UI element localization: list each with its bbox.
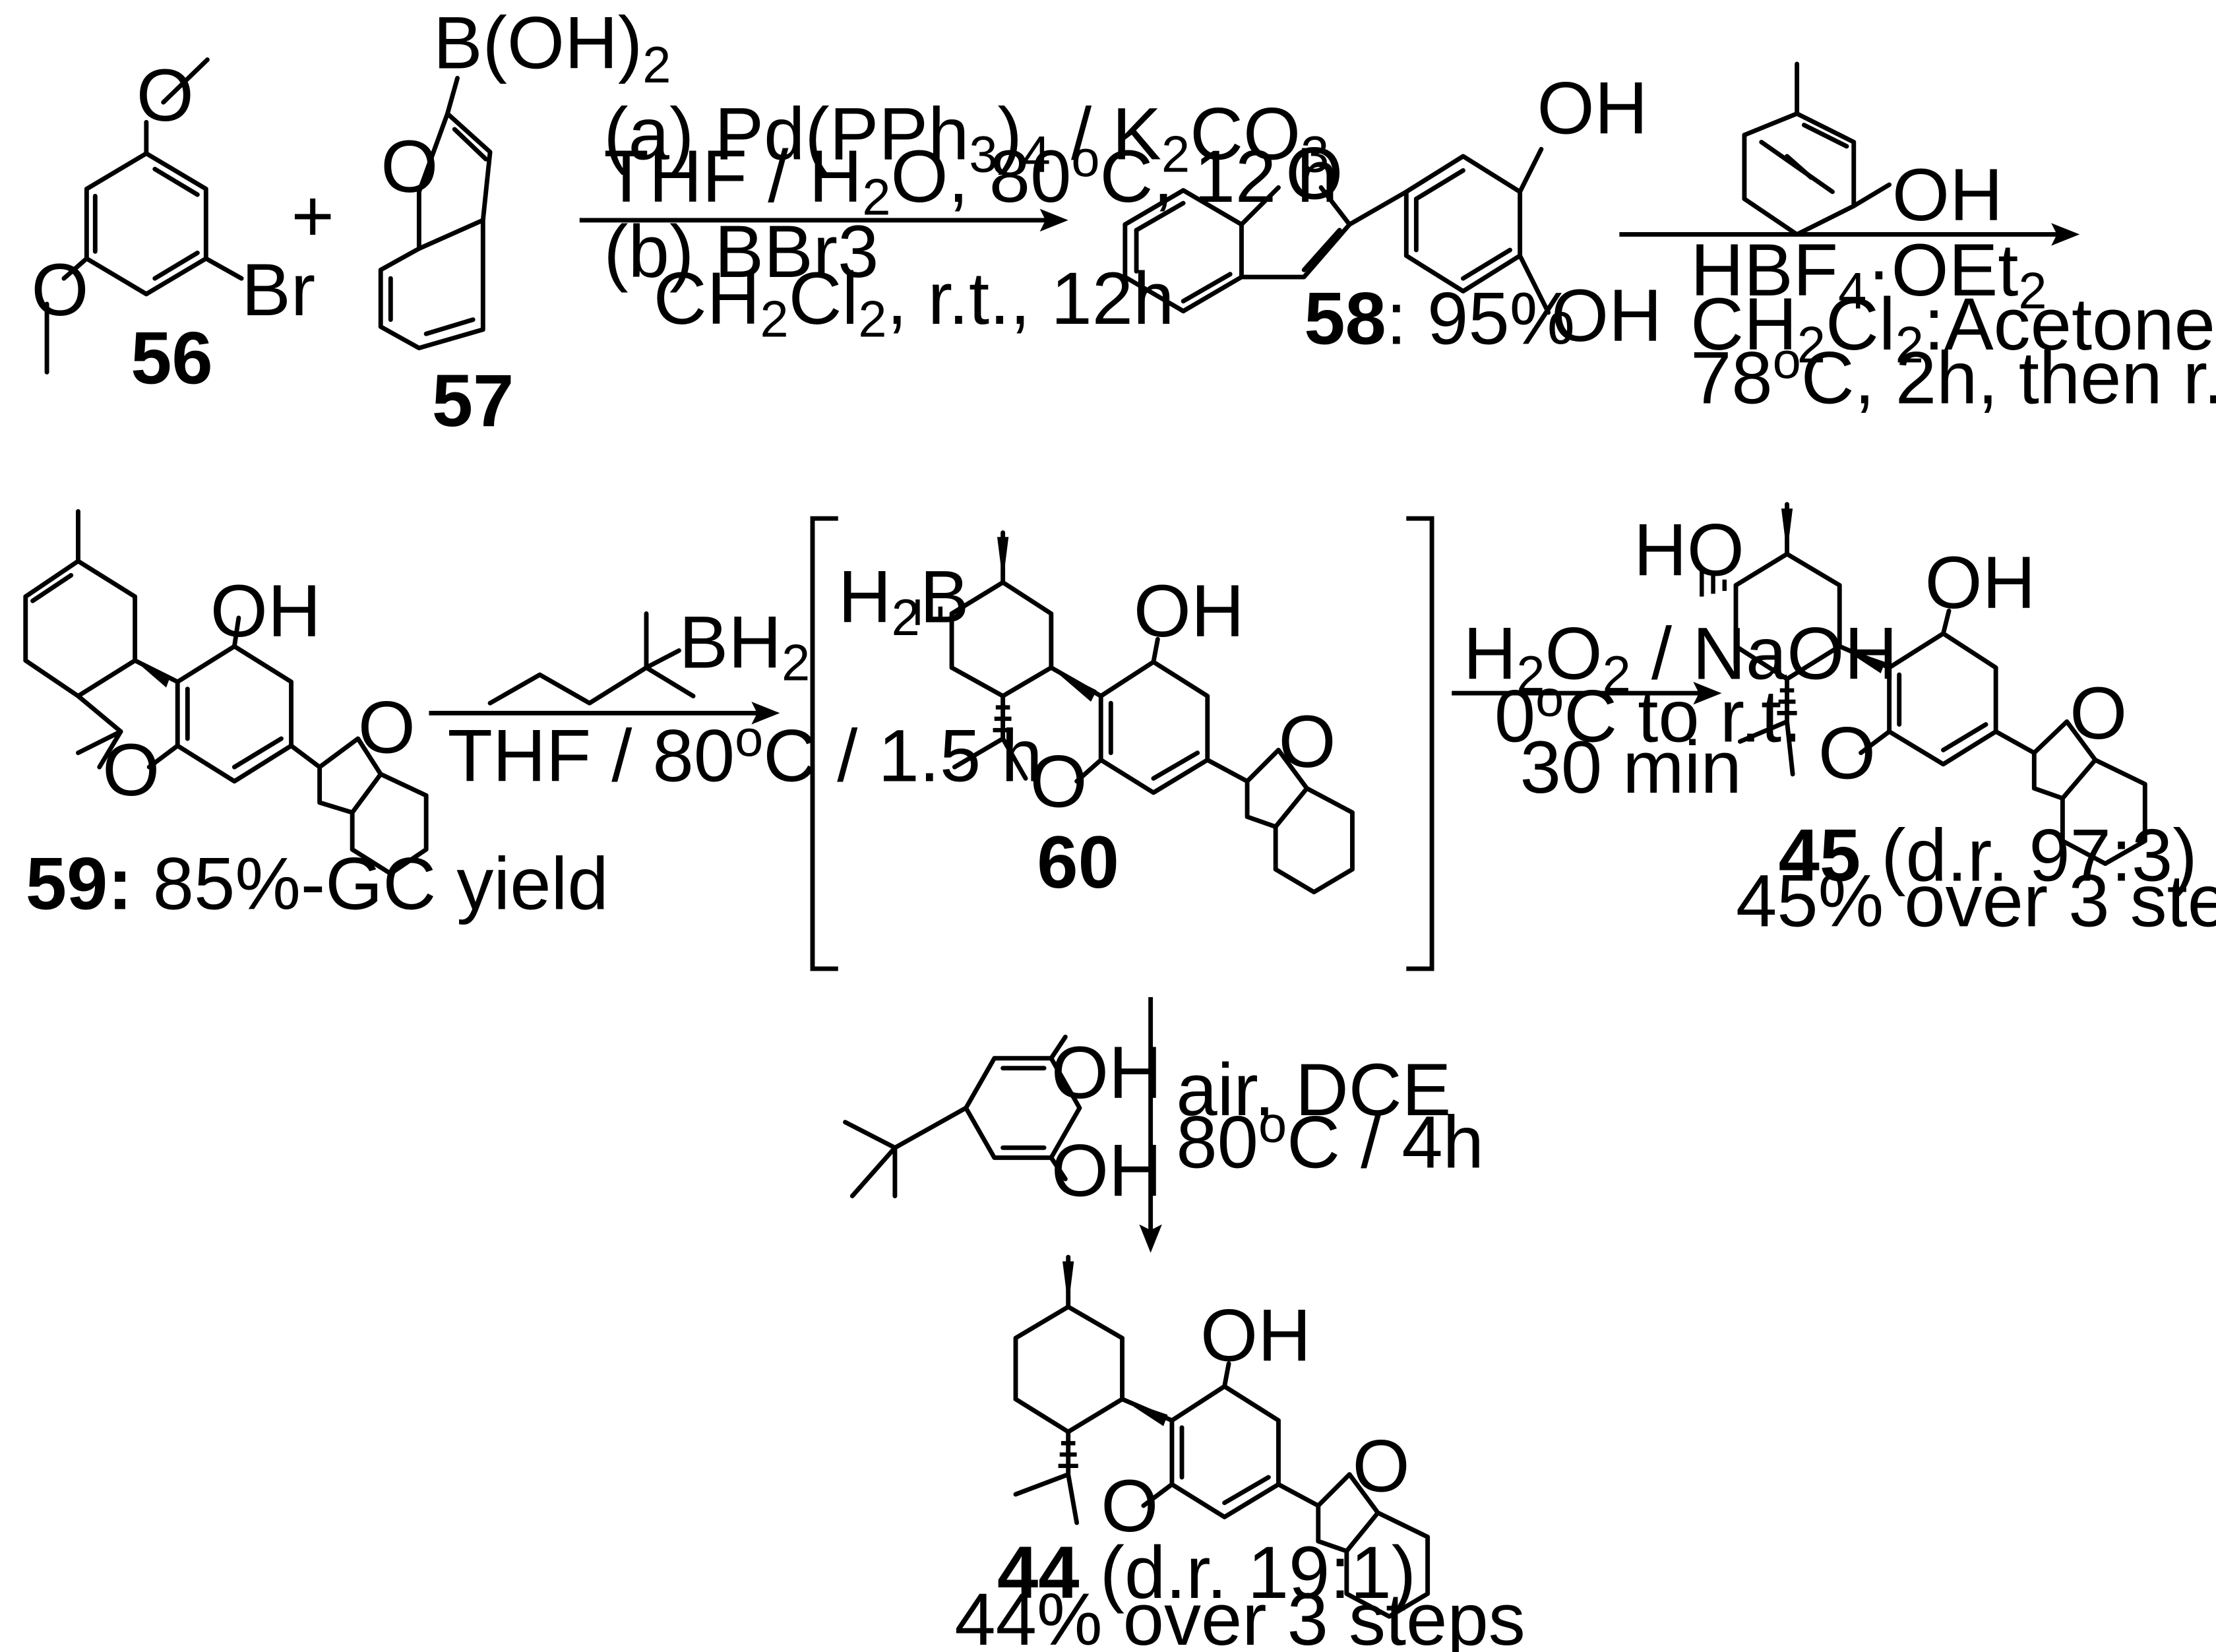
hash-bond [1058, 1441, 1078, 1469]
atom-o: O [1030, 740, 1088, 822]
atom-o: O [102, 729, 160, 811]
step2-condition-2: CH2Cl2:Acetone (20:1) [1690, 283, 2216, 373]
compound-label-45: 45 (d.r. 97:3) [1779, 814, 2198, 896]
atom-ho: HO [1634, 508, 1744, 591]
compound-59-structure [23, 508, 429, 876]
step3-condition: THF / 80oC / 1.5 h [447, 710, 1042, 797]
atom-oh: OH [210, 570, 321, 652]
arrowhead-2 [2051, 223, 2080, 246]
atom-o: O [137, 54, 194, 137]
step5-condition-2: 80oC / 4h [1176, 1097, 1484, 1184]
plus-sign: + [292, 175, 334, 257]
thexylborane-reagent-structure [487, 611, 696, 706]
hash-bond [915, 599, 943, 625]
atom-oh: OH [1551, 274, 1662, 357]
compound-label-44: 44 (d.r. 19:1) [997, 1531, 1416, 1614]
compound-label-58: 58: 95% [1304, 277, 1575, 359]
compound-56-structure [44, 57, 244, 375]
atom-oh: OH [1134, 570, 1245, 652]
borane-label: BH2 [679, 601, 811, 691]
compound-label-57: 57 [432, 359, 514, 442]
bracket-right [1406, 516, 1434, 971]
arrowhead-1 [1039, 208, 1068, 232]
wedge-bond [1062, 1261, 1074, 1307]
wedge-bond [1051, 667, 1097, 702]
wedge-bond [1781, 508, 1793, 555]
atom-oh: OH [1892, 154, 2003, 236]
hash-bond [1700, 570, 1727, 597]
compound-57-structure [378, 76, 493, 351]
atom-oh: OH [1051, 1031, 1162, 1114]
boronic-acid-label: B(OH)2 [433, 1, 671, 94]
atom-o: O [1101, 1465, 1158, 1547]
atom-o: O [31, 249, 88, 331]
step2-condition-1: HBF4·OEt2 [1690, 229, 2047, 319]
atom-o: O [358, 687, 416, 769]
bracket-left [810, 516, 838, 971]
step1-condition-b: (b) BBr3 [603, 210, 878, 293]
compound-58-structure [1123, 146, 1551, 315]
wedge-bond [997, 537, 1009, 583]
arrowhead-4 [1693, 681, 1722, 705]
compound-44-yield: 44% over 3 steps [954, 1578, 1525, 1652]
step1-condition-b2: CH2Cl2, r.t., 12h [654, 257, 1175, 348]
arrowhead-5 [1139, 1224, 1162, 1253]
wedge-bond [1839, 646, 1886, 673]
step1-condition-a2: THF / H2O, 80oC, 12 h [603, 131, 1338, 226]
arrowhead-3 [751, 702, 780, 725]
tert-butylcatechol-reagent-structure [843, 1034, 1082, 1199]
compound-label-56: 56 [131, 317, 213, 400]
step4-condition-3: 30 min [1520, 726, 1742, 809]
wedge-bond [1122, 1399, 1168, 1426]
atom-oh: OH [1051, 1130, 1162, 1212]
hash-bond [993, 705, 1013, 733]
atom-o: O [2070, 672, 2127, 754]
step1-condition-a: (a) Pd(PPh3)4 / K2CO3 [603, 92, 1329, 183]
borane-label: H2B [838, 555, 970, 646]
atom-oh: OH [1537, 67, 1647, 150]
step4-condition-1: H2O2 / NaOH [1463, 613, 1897, 703]
verbenol-reagent-structure [1742, 61, 1892, 237]
step2-condition-3: 78oC, 2h, then r.t., 1h [1690, 332, 2216, 419]
atom-o: O [1278, 700, 1336, 783]
atom-oh: OH [1924, 541, 2035, 624]
atom-oh: OH [1200, 1294, 1311, 1376]
compound-45-yield: 45% over 3 steps [1736, 859, 2216, 942]
atom-o: O [1818, 712, 1876, 794]
atom-br: Br [241, 249, 315, 331]
atom-o: O [381, 125, 438, 208]
hash-bond [1777, 688, 1797, 716]
wedge-bond [135, 660, 171, 688]
step5-condition-1: air, DCE [1176, 1049, 1451, 1131]
compound-label-59: 59: 85%-GC yield [26, 843, 609, 925]
atom-o: O [1285, 133, 1343, 215]
compound-label-60: 60 [1037, 821, 1119, 903]
step4-condition-2: 0oC to r.t. [1494, 671, 1802, 758]
atom-o: O [1352, 1425, 1409, 1508]
